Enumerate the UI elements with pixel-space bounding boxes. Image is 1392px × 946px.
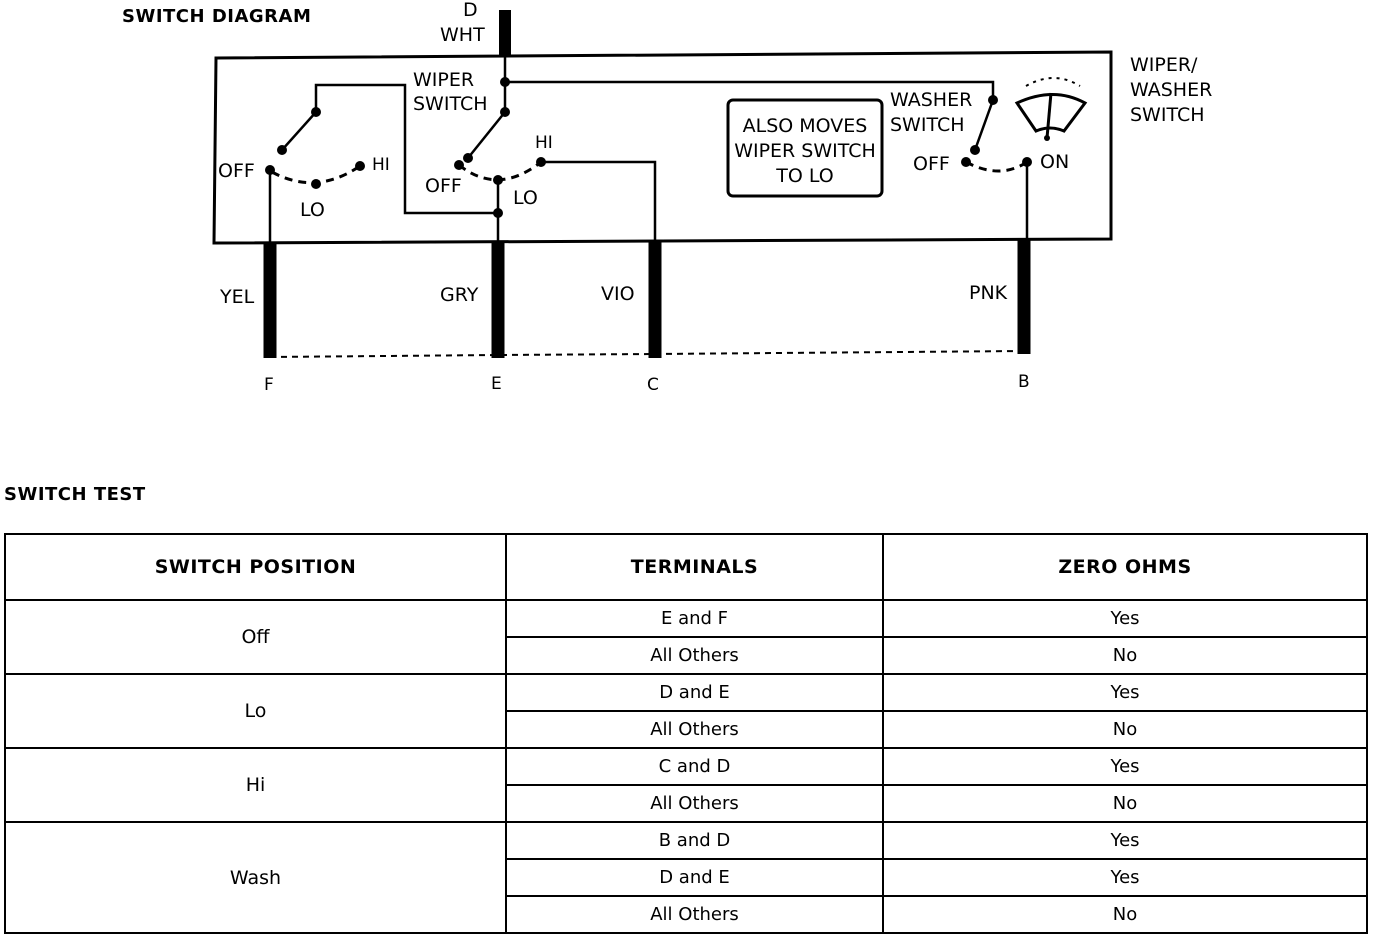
wiper-switch-label-2: SWITCH [413, 93, 488, 115]
zero-ohms-cell: No [882, 895, 1368, 934]
wire-gry-label: GRY [440, 284, 479, 306]
wiper-switch-label-1: WIPER [413, 69, 474, 91]
zero-ohms-cell: Yes [882, 673, 1368, 712]
table-row: Lo D and E Yes [4, 673, 1368, 749]
terminal-e-letter: E [491, 374, 502, 394]
terminal-f-letter: F [264, 375, 274, 395]
washer-switch-label-2: SWITCH [890, 114, 965, 136]
terminals-cell: E and F [505, 599, 884, 638]
terminals-cell: D and E [505, 673, 884, 712]
component-label-1: WIPER/ [1130, 54, 1198, 76]
table-row: All Others No [5, 784, 1368, 823]
connector-dashed-line [269, 350, 1025, 358]
bottom-terminal-wires [263, 239, 1031, 358]
position-off: Off [4, 599, 507, 675]
internal-wiring [268, 56, 1029, 243]
table-row: All Others No [5, 710, 1368, 749]
position-wash: Wash [4, 821, 507, 934]
terminals-cell: All Others [505, 784, 884, 823]
left-lo-label: LO [300, 199, 325, 221]
terminals-cell: B and D [505, 821, 884, 860]
terminals-cell: All Others [505, 710, 884, 749]
terminals-cell: All Others [505, 636, 884, 675]
table-row: Off E and F Yes [4, 599, 1368, 675]
table-header-row: SWITCH POSITION TERMINALS ZERO OHMS [4, 533, 1368, 601]
diagram-title: SWITCH DIAGRAM [122, 6, 312, 27]
wire-yel-label: YEL [219, 286, 255, 308]
switch-test-table: SWITCH POSITION TERMINALS ZERO OHMS Off … [4, 533, 1368, 934]
header-zero-ohms: ZERO OHMS [882, 533, 1368, 601]
table-row: All Others No [5, 636, 1368, 675]
table-row: Wash B and D Yes [4, 821, 1368, 934]
component-label-2: WASHER [1130, 79, 1212, 101]
note-line-1: ALSO MOVES [743, 115, 868, 137]
table-row: D and E Yes [5, 858, 1368, 897]
zero-ohms-cell: Yes [882, 599, 1368, 638]
mid-off-label: OFF [425, 175, 462, 197]
note-line-2: WIPER SWITCH [734, 140, 876, 162]
header-terminals: TERMINALS [505, 533, 884, 601]
terminal-d-wire-color: WHT [440, 24, 485, 46]
windshield-wiper-icon [1014, 77, 1088, 141]
mid-lo-label: LO [513, 187, 538, 209]
zero-ohms-cell: Yes [882, 858, 1368, 897]
zero-ohms-cell: No [882, 784, 1368, 823]
note-box [726, 98, 884, 198]
wire-vio-label: VIO [601, 283, 635, 305]
test-title: SWITCH TEST [4, 484, 146, 505]
terminal-d-letter: D [463, 0, 478, 21]
terminals-cell: D and E [505, 858, 884, 897]
component-label-3: SWITCH [1130, 104, 1205, 126]
position-hi: Hi [4, 747, 507, 823]
terminals-cell: C and D [505, 747, 884, 786]
zero-ohms-cell: No [882, 710, 1368, 749]
left-hi-label: HI [372, 155, 390, 175]
zero-ohms-cell: No [882, 636, 1368, 675]
terminal-c-letter: C [647, 375, 659, 395]
table-row: All Others No [5, 895, 1368, 934]
switch-diagram: D WHT OFF [212, 0, 1212, 395]
left-off-label: OFF [218, 160, 255, 182]
washer-switch-label-1: WASHER [890, 89, 972, 111]
header-switch-position: SWITCH POSITION [4, 533, 507, 601]
switch-housing [212, 50, 1113, 245]
position-lo: Lo [4, 673, 507, 749]
terminal-b-letter: B [1018, 372, 1030, 392]
terminals-cell: All Others [505, 895, 884, 934]
washer-on-label: ON [1040, 151, 1069, 173]
table-row: Hi C and D Yes [4, 747, 1368, 823]
note-line-3: TO LO [775, 165, 833, 187]
mid-hi-label: HI [535, 133, 553, 153]
contact-dots [265, 77, 1032, 218]
zero-ohms-cell: Yes [882, 821, 1368, 860]
zero-ohms-cell: Yes [882, 747, 1368, 786]
washer-off-label: OFF [913, 153, 950, 175]
wire-pnk-label: PNK [969, 282, 1008, 304]
